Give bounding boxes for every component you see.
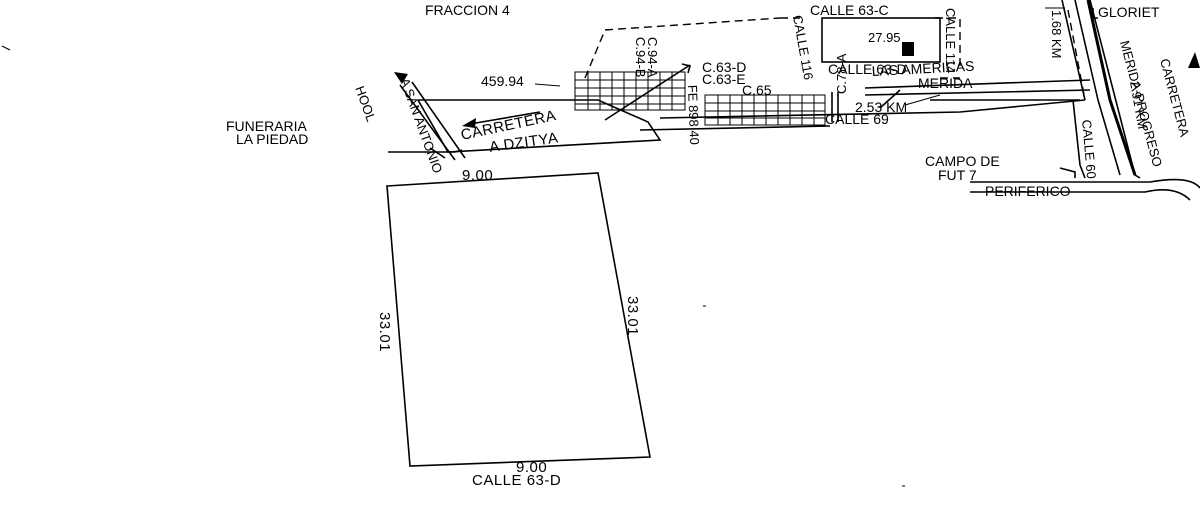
highway-line-2 xyxy=(1074,0,1099,101)
lot-location-block xyxy=(821,17,941,63)
label-campo-2: FUT 7 xyxy=(938,167,977,183)
dim-top: 9.00 xyxy=(462,167,493,184)
label-calle-116: CALLE 116 xyxy=(790,14,816,81)
label-calle-69: CALLE 69 xyxy=(825,111,889,127)
funeraria-road xyxy=(388,149,463,153)
label-fe-898: FE 898 40 xyxy=(685,85,702,145)
periferico-line-2 xyxy=(970,189,1191,201)
lot-marker xyxy=(902,42,914,56)
label-fraccion: FRACCION 4 xyxy=(425,2,510,18)
label-funeraria-1: FUNERARIA xyxy=(226,118,308,134)
dim-bottom: 9.00 xyxy=(516,459,547,476)
calle-69-road-upper xyxy=(659,99,1086,119)
label-periferico: PERIFERICO xyxy=(985,183,1071,199)
highway-line-3 xyxy=(1097,99,1121,176)
avenue-diagonal xyxy=(879,89,901,109)
highway-line-1 xyxy=(1061,0,1086,101)
label-funeraria-2: LA PIEDAD xyxy=(236,131,308,147)
dzitya-arrow-icon xyxy=(462,118,476,128)
label-2-91km: 2.91 KM xyxy=(1127,80,1150,130)
lot-polygon xyxy=(386,172,651,467)
label-1-68km: 1.68 KM xyxy=(1049,10,1064,58)
development-boundary xyxy=(584,17,961,79)
calle-78a-lines xyxy=(831,92,839,122)
north-arrow-icon xyxy=(1188,52,1200,68)
road-san-antonio-1 xyxy=(399,84,456,161)
label-carretera-right: CARRETERA xyxy=(1157,57,1192,139)
label-c78a: C.78-A xyxy=(834,53,849,94)
label-c63d-small: C.63-D xyxy=(702,59,746,75)
arrow-san-antonio-icon xyxy=(394,72,408,84)
label-459-94: 459.94 xyxy=(481,73,524,89)
label-merida: MERIDA xyxy=(918,75,973,91)
label-c65: C.65 xyxy=(742,82,772,98)
leader-459-94 xyxy=(534,83,561,87)
calle-60-line xyxy=(1072,99,1086,179)
label-c94b: C.94-B xyxy=(633,37,648,77)
label-calle-60: CALLE 60 xyxy=(1079,119,1099,179)
lot-grid-east xyxy=(704,94,826,126)
dzitya-arrow-line xyxy=(469,111,541,125)
calle-69-road-lower xyxy=(639,125,831,131)
label-campo-1: CAMPO DE xyxy=(925,153,1000,169)
label-2-53km: 2.53 KM xyxy=(855,99,907,115)
label-calle-63d-bottom: CALLE 63-D xyxy=(472,472,561,489)
arrow-2-53km xyxy=(904,94,941,106)
label-calle-63d-top: CALLE 63-D xyxy=(828,61,907,77)
route-dashed xyxy=(1067,9,1086,101)
lot-grid-west xyxy=(574,63,691,121)
dim-right: 33.01 xyxy=(624,296,641,336)
stray-mark xyxy=(1,45,11,51)
road-san-antonio-2 xyxy=(411,81,466,159)
funeraria-marker xyxy=(429,147,446,159)
label-las-americas: LAS AMERICAS xyxy=(871,58,974,79)
label-c94a: C.94-A xyxy=(645,37,660,78)
campo-pointer xyxy=(1059,167,1076,178)
highway-center xyxy=(1086,0,1137,176)
label-c63e-small: C.63-E xyxy=(702,71,746,87)
periferico-line-1 xyxy=(970,178,1200,189)
label-lot-value: 27.95 xyxy=(868,30,901,45)
label-hool: HOOL xyxy=(352,84,379,124)
highway-edge xyxy=(1089,0,1141,179)
label-glorieta: GLORIET xyxy=(1098,4,1160,20)
label-calle-114: CALLE 114 xyxy=(943,8,958,74)
dim-left: 33.01 xyxy=(376,312,393,352)
label-calle-63c: CALLE 63-C xyxy=(810,2,889,18)
avenue-lines xyxy=(864,79,1091,96)
